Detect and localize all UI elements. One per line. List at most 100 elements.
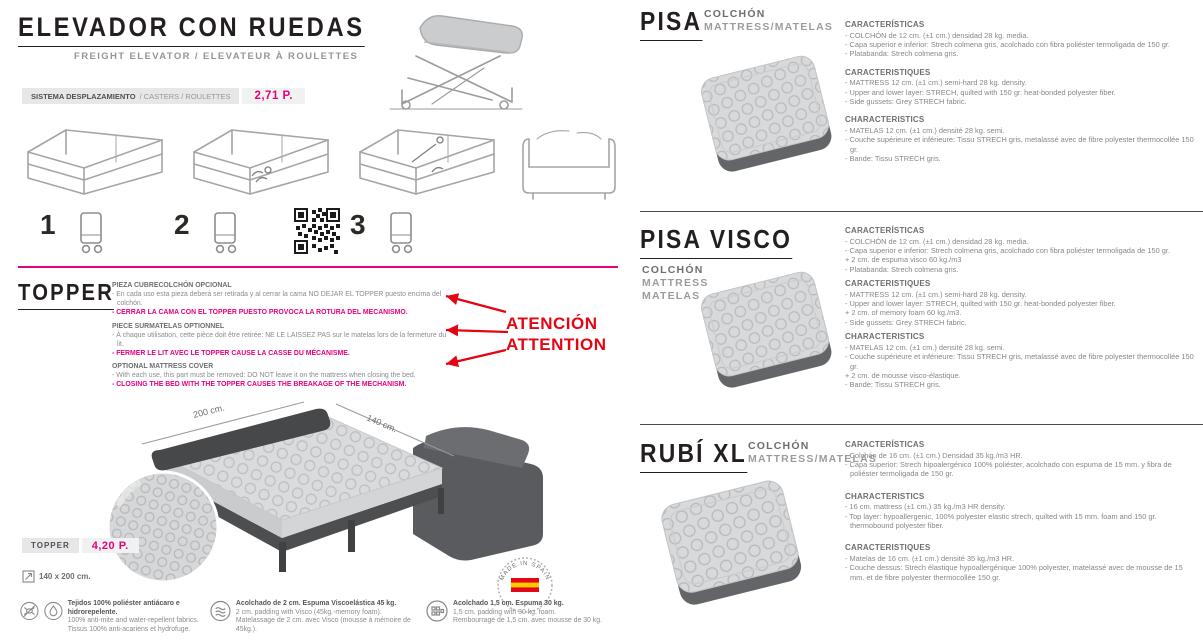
text-line: - COLCHÓN de 12 cm. (±1 cm.) densidad 28… (845, 236, 1029, 246)
note-body: - With each use, this part must be remov… (112, 372, 416, 379)
topper-warnings: PIEZA CUBRECOLCHÓN OPCIONAL - En cada us… (112, 281, 452, 394)
text-line: - Top layer: hypoallergenic, 100% polyes… (845, 511, 1157, 531)
footer-line: 100% anti-mite and water-repellent fabri… (67, 617, 199, 625)
topper-price: 4,20 P. (91, 539, 129, 552)
topper-title: TOPPER (18, 279, 115, 310)
text-line: MATTRESS/MATELAS (704, 21, 834, 33)
section-title: RUBÍ XL (640, 438, 747, 473)
step-panel-1 (27, 129, 163, 195)
text-line: - MATELAS 12 cm. (±1 cm.) densité 28 kg.… (845, 342, 1005, 352)
mattress-photo (661, 480, 802, 605)
spec-lines: - MATTRESS 12 cm. (±1 cm.) semi-hard 28 … (845, 290, 1197, 328)
left-header: ELEVADOR CON RUEDAS FREIGHT ELEVATOR / E… (18, 12, 412, 62)
footer-line: Rembourrage de 1,5 cm. avec mousse de 30… (453, 617, 602, 625)
spec-lines: - COLCHÓN de 12 cm. (±1 cm.) densidad 28… (845, 237, 1197, 275)
anti-mite-icon (20, 601, 39, 621)
section-divider (640, 424, 1203, 425)
topper-size: 140 x 200 cm. (39, 572, 91, 581)
spec-heading: CARACTERISTIQUES (845, 67, 931, 77)
text-line: - Side gussets: Grey STRECH fabric. (845, 317, 967, 327)
section-title: PISA VISCO (640, 224, 793, 259)
attention-es: ATENCIÓN (506, 314, 598, 333)
bolster-cushion (151, 408, 331, 471)
topper-header: TOPPER (18, 279, 127, 310)
mattress-photo (701, 55, 832, 172)
footer-line: Tejidos 100% poliéster antiácaro e hidro… (67, 600, 180, 616)
note-heading: PIEZA CUBRECOLCHÓN OPCIONAL (112, 282, 232, 289)
text-line: - Capa superior e inferior: Strech colme… (845, 39, 1170, 49)
spec-block-fr: CHARACTERISTICS - MATELAS 12 cm. (±1 cm.… (845, 115, 1197, 163)
caster-sofa-icon (390, 212, 413, 254)
qr-code (294, 208, 340, 254)
text-line: - COLCHÓN de 12 cm. (±1 cm.) densidad 28… (845, 30, 1029, 40)
text-line: - MATTRESS 12 cm. (±1 cm.) semi-hard 28 … (845, 289, 1027, 299)
footer-group-fabric: Tejidos 100% poliéster antiácaro e hidro… (20, 600, 208, 634)
text-line: - Couche dessus: Strech élastique hypoal… (845, 563, 1183, 582)
text-line: MATTRESS (642, 277, 709, 289)
step-number-3: 3 (350, 209, 366, 240)
footer-line: Matelassage de 2 cm. avec Visco (mousse … (235, 617, 411, 633)
system-price-chip: 2,71 P. (242, 88, 305, 104)
text-line: - Bande: Tissu STRECH gris. (845, 380, 941, 390)
note-body: - À chaque utilisation, cette pièce doit… (112, 331, 447, 348)
topper-price-chip: 4,20 P. (81, 538, 139, 553)
system-bar: SISTEMA DESPLAZAMIENTO / CASTERS / ROULE… (22, 88, 305, 104)
attention-en: ATTENTION (506, 335, 607, 354)
spec-lines: - MATELAS 12 cm. (±1 cm.) densité 28 kg.… (845, 343, 1197, 390)
attention-arrows (445, 293, 509, 368)
spec-lines: - MATTRESS 12 cm. (±1 cm.) semi-hard 28 … (845, 78, 1197, 106)
footer-line: Acolchado 1,5 cm. Espuma 30 kg. (453, 600, 564, 607)
spec-heading: CARACTERISTIQUES (845, 543, 931, 553)
text-line: - Upper and lower layer: STRECH, quilted… (845, 87, 1116, 97)
spec-heading: CHARACTERISTICS (845, 332, 925, 342)
visco-foam-icon (210, 600, 231, 622)
footer-line: Acolchado de 2 cm. Espuma Viscoelástica … (235, 600, 397, 607)
system-price: 2,71 P. (254, 90, 293, 102)
text-line: - Platabanda: Strech colmena gris. (845, 264, 959, 274)
page-title: ELEVADOR CON RUEDAS (18, 12, 365, 47)
mechanism-drawing (389, 15, 523, 110)
text-line: - Couche supérieure et inférieure: Tissu… (845, 352, 1194, 371)
topper-label-chip: TOPPER (22, 538, 79, 553)
section-divider-pink (18, 266, 618, 268)
note-body: - En cada uso esta pieza deberá ser reti… (112, 291, 442, 307)
spec-block-es: CARACTERÍSTICAS - COLCHÓN de 12 cm. (±1 … (845, 20, 1197, 59)
spec-heading: CARACTERÍSTICAS (845, 440, 925, 449)
page-subtitle: FREIGHT ELEVATOR / ELEVATEUR À ROULETTES (74, 51, 359, 62)
text-line: - 16 cm. mattress (±1 cm.) 35 kg./m3 HR … (845, 502, 1006, 512)
spec-lines: - Matelas de 16 cm. (±1 cm.) densité 35 … (845, 554, 1197, 582)
text-line: - Upper and lower layer: STRECH, quilted… (845, 299, 1116, 309)
spec-block-fr: CARACTERISTIQUES - Matelas de 16 cm. (±1… (845, 543, 1197, 582)
text-line: + 2 cm. de espuma visco 60 kg./m3 (845, 255, 962, 265)
text-line: MATTRESS/MATELAS (748, 453, 878, 465)
text-line: - Capa superior e inferior: Strech colme… (845, 245, 1170, 255)
spec-block-es: CARACTERÍSTICAS - Colchón de 16 cm. (±1 … (845, 440, 1197, 479)
spec-lines: - MATELAS 12 cm. (±1 cm.) densité 28 kg.… (845, 126, 1197, 164)
dim-width-label: 140 cm. (365, 413, 398, 435)
size-icon (22, 570, 35, 583)
text-line: + 2 cm. de mousse visco-élastique. (845, 370, 961, 380)
spec-block-es: CARACTERÍSTICAS - COLCHÓN de 12 cm. (±1 … (845, 226, 1197, 274)
text-line: - Couche supérieure et inférieure: Tissu… (845, 135, 1194, 154)
text-line: - Capa superior: Strech hipoalergénico 1… (845, 459, 1172, 479)
system-label-chip: SISTEMA DESPLAZAMIENTO / CASTERS / ROULE… (22, 88, 240, 104)
note-heading: PIECE SURMATELAS OPTIONNEL (112, 322, 225, 330)
topper-price-bar: TOPPER 4,20 P. (22, 538, 139, 553)
spec-lines: - 16 cm. mattress (±1 cm.) 35 kg./m3 HR … (845, 502, 1197, 530)
spec-heading: CHARACTERISTICS (845, 491, 925, 501)
system-label-es: SISTEMA DESPLAZAMIENTO (31, 91, 136, 101)
text-line: COLCHÓN (642, 264, 704, 276)
footer-text-foam: Acolchado 1,5 cm. Espuma 30 kg. 1,5 cm. … (453, 600, 602, 626)
topper-note-fr: PIECE SURMATELAS OPTIONNEL - À chaque ut… (112, 322, 452, 358)
text-line: COLCHÓN (704, 8, 766, 20)
made-in-spain-stamp: MADE IN SPAIN (497, 557, 553, 613)
mattress-photo (701, 271, 832, 388)
footer-line: Tissus 100% anti-acariens et hydrofuge. (67, 625, 191, 633)
size-row: 140 x 200 cm. (22, 570, 91, 583)
spec-block-en: CARACTERISTIQUES - MATTRESS 12 cm. (±1 c… (845, 68, 1197, 107)
text-line: - MATTRESS 12 cm. (±1 cm.) semi-hard 28 … (845, 78, 1027, 88)
